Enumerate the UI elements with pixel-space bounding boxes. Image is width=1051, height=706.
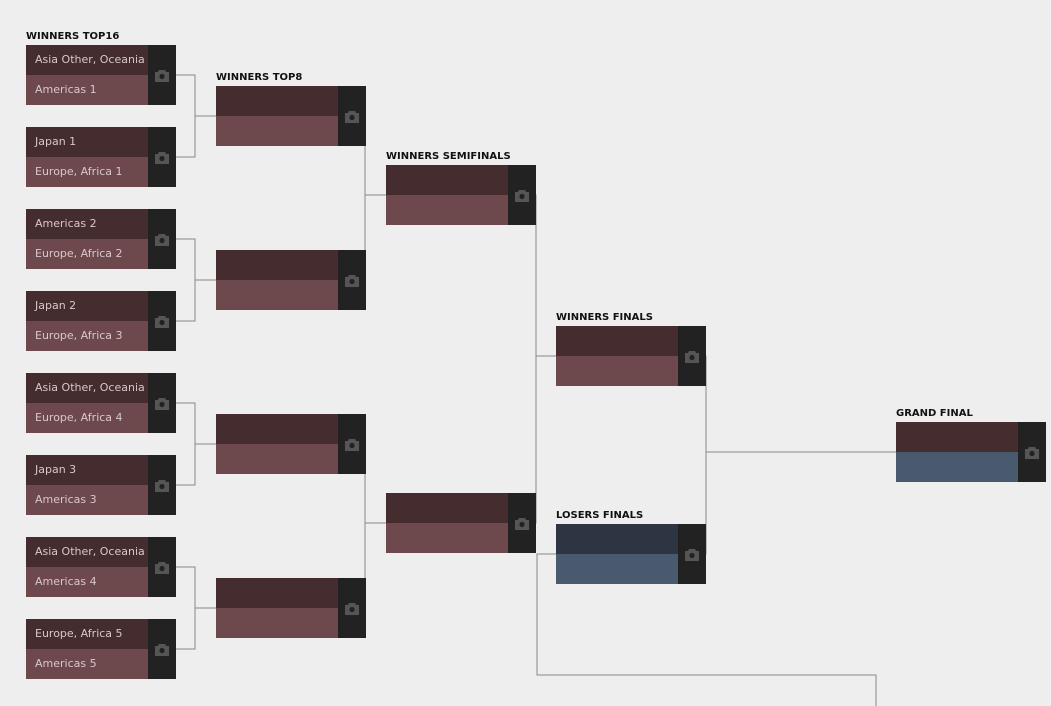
team-slot-top[interactable]: Asia Other, Oceania 1 [26,45,148,75]
team-slot-bottom[interactable] [216,280,338,310]
team-slot-top[interactable] [896,422,1018,452]
round-label-top16: WINNERS TOP16 [26,31,120,42]
team-slot-top[interactable] [216,414,338,444]
camera-icon[interactable] [148,291,176,351]
team-slot-bottom[interactable]: Americas 4 [26,567,148,597]
match-gfinal-1[interactable] [896,422,1046,482]
team-slot-bottom[interactable] [556,356,678,386]
camera-icon[interactable] [1018,422,1046,482]
round-label-semis: WINNERS SEMIFINALS [386,151,511,162]
match-semis-2[interactable] [386,493,536,553]
match-teams [216,578,338,638]
team-slot-top[interactable] [386,165,508,195]
match-top8-2[interactable] [216,250,366,310]
team-slot-bottom[interactable] [216,116,338,146]
camera-icon[interactable] [148,45,176,105]
match-top8-3[interactable] [216,414,366,474]
camera-icon[interactable] [338,414,366,474]
match-top8-4[interactable] [216,578,366,638]
match-teams [386,493,508,553]
team-slot-bottom[interactable]: Europe, Africa 2 [26,239,148,269]
camera-icon[interactable] [148,619,176,679]
match-teams [556,524,678,584]
team-slot-bottom[interactable] [216,444,338,474]
match-teams [216,250,338,310]
round-label-top8: WINNERS TOP8 [216,72,303,83]
camera-icon[interactable] [508,165,536,225]
match-teams [216,414,338,474]
match-lfinals-1[interactable] [556,524,706,584]
camera-icon[interactable] [338,86,366,146]
match-semis-1[interactable] [386,165,536,225]
camera-icon[interactable] [148,537,176,597]
team-slot-bottom[interactable]: Americas 3 [26,485,148,515]
team-slot-bottom[interactable]: Europe, Africa 4 [26,403,148,433]
team-slot-top[interactable] [556,524,678,554]
match-wfinals-1[interactable] [556,326,706,386]
round-label-gfinal: GRAND FINAL [896,408,973,419]
round-label-wfinals: WINNERS FINALS [556,312,653,323]
team-slot-top[interactable] [386,493,508,523]
team-slot-bottom[interactable] [556,554,678,584]
camera-icon[interactable] [148,127,176,187]
team-slot-top[interactable]: Asia Other, Oceania 3 [26,537,148,567]
team-slot-bottom[interactable] [386,195,508,225]
team-slot-top[interactable]: Japan 3 [26,455,148,485]
team-slot-top[interactable]: Europe, Africa 5 [26,619,148,649]
team-slot-top[interactable] [216,86,338,116]
camera-icon[interactable] [678,524,706,584]
match-teams [216,86,338,146]
team-slot-bottom[interactable]: Europe, Africa 1 [26,157,148,187]
team-slot-top[interactable] [216,250,338,280]
team-slot-top[interactable] [216,578,338,608]
match-teams [556,326,678,386]
match-teams [896,422,1018,482]
camera-icon[interactable] [678,326,706,386]
camera-icon[interactable] [338,250,366,310]
team-slot-bottom[interactable] [386,523,508,553]
team-slot-top[interactable]: Japan 2 [26,291,148,321]
camera-icon[interactable] [148,373,176,433]
team-slot-top[interactable]: Asia Other, Oceania 2 [26,373,148,403]
camera-icon[interactable] [338,578,366,638]
team-slot-top[interactable] [556,326,678,356]
team-slot-bottom[interactable]: Europe, Africa 3 [26,321,148,351]
team-slot-top[interactable]: Japan 1 [26,127,148,157]
team-slot-bottom[interactable] [896,452,1018,482]
match-teams [386,165,508,225]
team-slot-bottom[interactable] [216,608,338,638]
round-label-lfinals: LOSERS FINALS [556,510,644,521]
team-slot-top[interactable]: Americas 2 [26,209,148,239]
team-slot-bottom[interactable]: Americas 5 [26,649,148,679]
match-top8-1[interactable] [216,86,366,146]
team-slot-bottom[interactable]: Americas 1 [26,75,148,105]
camera-icon[interactable] [148,209,176,269]
camera-icon[interactable] [148,455,176,515]
camera-icon[interactable] [508,493,536,553]
